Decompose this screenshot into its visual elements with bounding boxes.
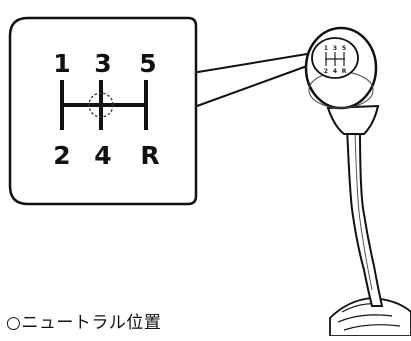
gear-label-3: 3 xyxy=(94,49,111,78)
knob-label-2: 2 xyxy=(324,68,328,75)
shift-pattern-lines xyxy=(60,80,148,130)
callout-connector xyxy=(185,53,308,111)
knob-label-3: 3 xyxy=(333,45,337,52)
gear-label-r: R xyxy=(140,141,159,170)
knob-label-r: R xyxy=(342,68,347,75)
neutral-position-circle xyxy=(88,92,114,118)
shift-lever-shaft xyxy=(345,125,384,307)
legend-caption-text: ニュートラル位置 xyxy=(21,313,162,333)
gear-label-5: 5 xyxy=(139,49,156,78)
knob-label-5: 5 xyxy=(342,45,346,52)
legend-caption: ○ニュートラル位置 xyxy=(6,308,161,333)
gear-label-2: 2 xyxy=(53,141,70,170)
gear-label-1: 1 xyxy=(53,49,70,78)
gear-label-4: 4 xyxy=(94,141,111,170)
shift-lever-collar xyxy=(326,104,380,135)
knob-shift-pattern xyxy=(325,52,345,66)
knob-label-4: 4 xyxy=(333,68,337,75)
neutral-marker-icon: ○ xyxy=(6,313,22,333)
knob-label-1: 1 xyxy=(324,45,328,52)
